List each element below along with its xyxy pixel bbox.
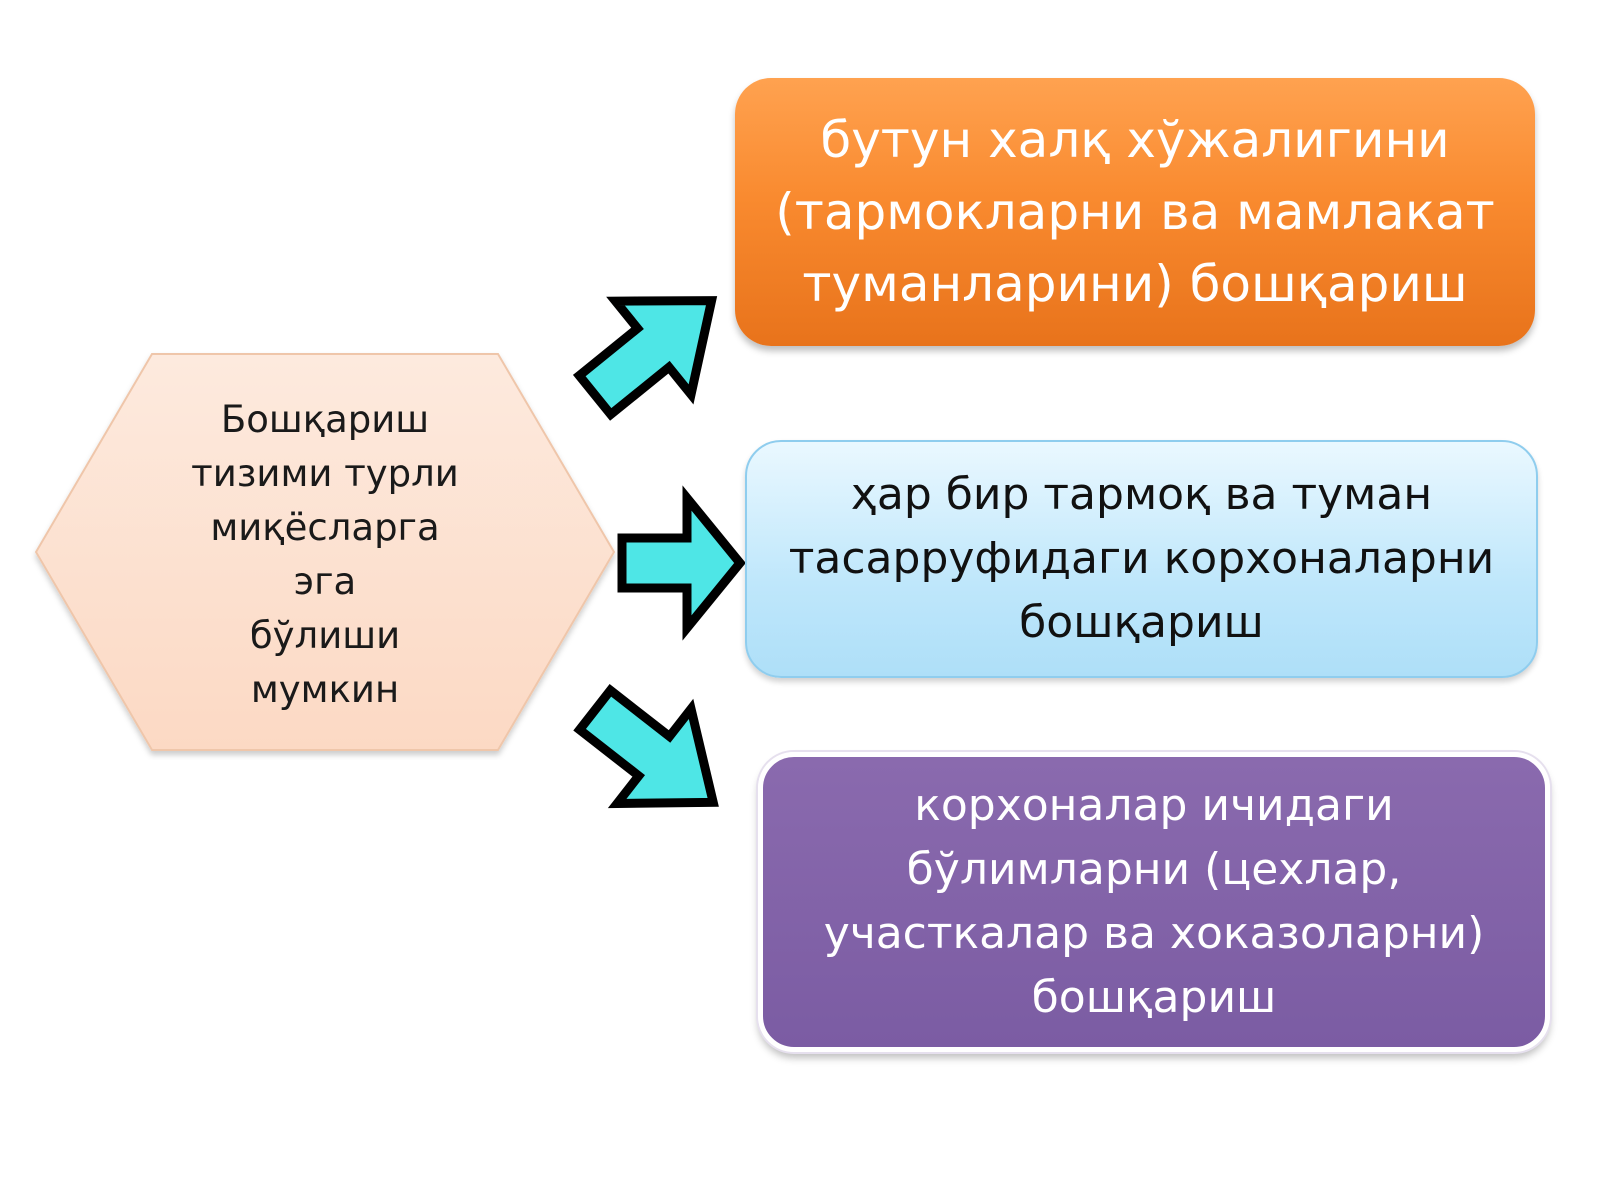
box-whole-economy: бутун халқ хўжалигини (тармокларни ва ма… xyxy=(735,78,1535,346)
box-line: бошқариш xyxy=(1031,972,1277,1023)
box-line: бошқариш xyxy=(1019,597,1264,648)
box-branch-enterprises: ҳар бир тармоқ ва туман тасарруфидаги ко… xyxy=(745,440,1538,678)
hexagon-shape xyxy=(34,353,616,751)
box-line: бўлимларни (цехлар, xyxy=(906,844,1402,895)
box-line: (тармокларни ва мамлакат xyxy=(775,183,1495,241)
box-internal-departments: корхоналар ичидаги бўлимларни (цехлар, у… xyxy=(758,752,1550,1052)
hexagon-text: Бошқариш тизими турли миқёсларга эга бўл… xyxy=(180,398,470,711)
hexagon-line: бўлиши мумкин xyxy=(249,614,401,711)
box-line: туманларини) бошқариш xyxy=(802,255,1468,313)
box-line: бутун халқ хўжалигини xyxy=(820,111,1450,169)
box-line: тасарруфидаги корхоналарни xyxy=(788,533,1495,584)
source-hexagon: Бошқариш тизими турли миқёсларга эга бўл… xyxy=(30,350,620,760)
box-line: корхоналар ичидаги xyxy=(914,780,1394,831)
block-arrow-icon xyxy=(617,485,746,641)
hexagon-line: тизими турли xyxy=(191,452,459,495)
box-line: ҳар бир тармоқ ва туман xyxy=(850,469,1433,520)
hexagon-line: Бошқариш xyxy=(220,398,430,441)
box-line: участкалар ва хоказоларни) xyxy=(823,908,1485,959)
hexagon-line: миқёсларга эга xyxy=(210,506,440,603)
